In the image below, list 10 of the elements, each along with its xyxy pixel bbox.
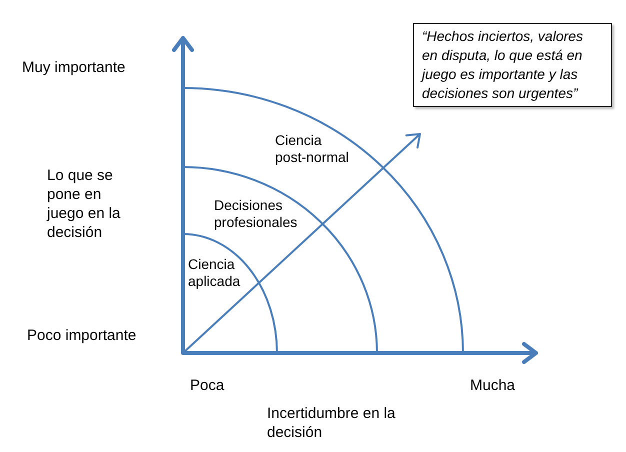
scale-end-label: Muy importante: [22, 58, 126, 77]
region-label: Decisiones profesionales: [214, 197, 298, 231]
scale-end-label: Poco importante: [27, 326, 136, 345]
region-label: Ciencia aplicada: [188, 256, 242, 290]
quote-box: “Hechos inciertos, valores en disputa, lo que está en juego es importante y las decisiones son urgentes”: [413, 23, 612, 107]
axis-title: Incertidumbre en la decisión: [267, 404, 396, 442]
axis-title: Lo que se pone en juego en la decisión: [47, 166, 122, 242]
scale-end-label: Mucha: [470, 376, 516, 395]
scale-end-label: Poca: [190, 376, 224, 395]
region-label: Ciencia post-normal: [275, 132, 350, 166]
